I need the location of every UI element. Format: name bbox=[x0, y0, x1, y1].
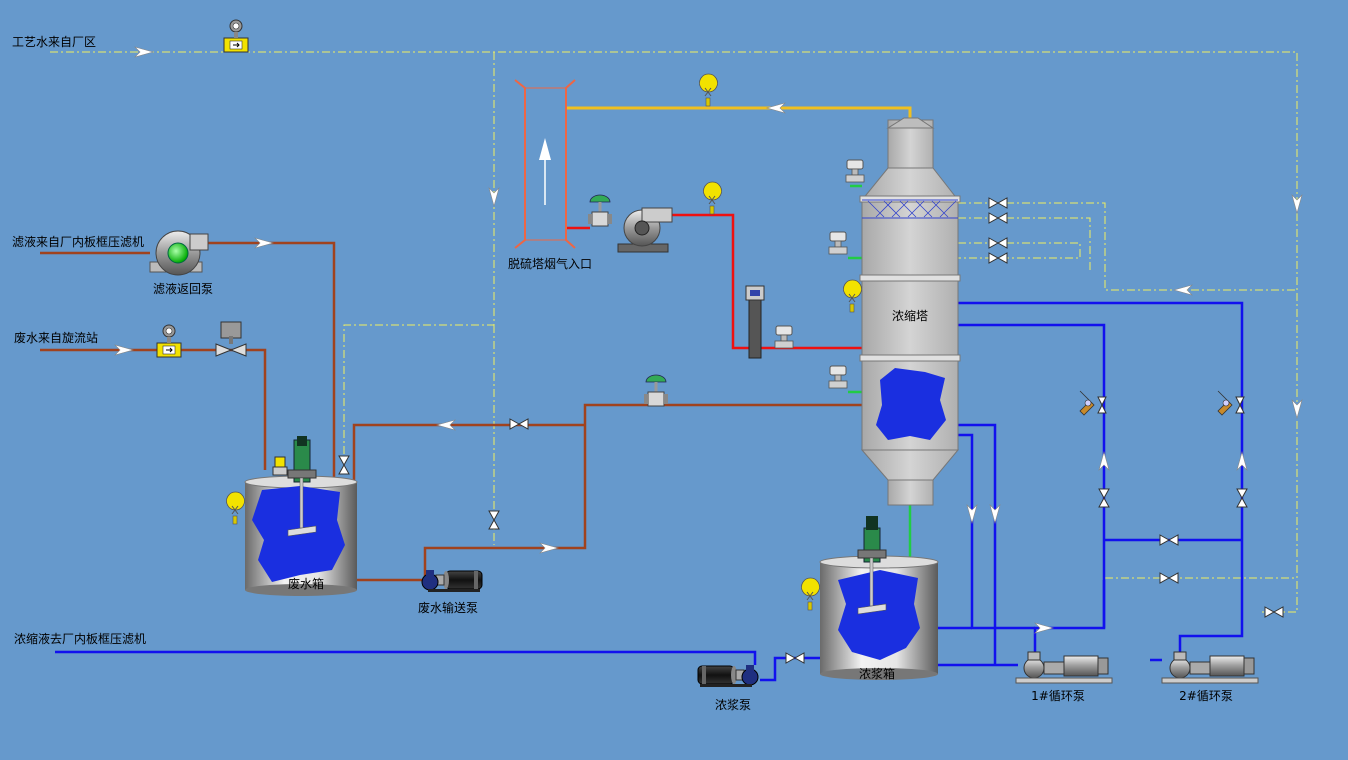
slurry-pump[interactable] bbox=[697, 664, 759, 688]
concentration-tower-label: 浓缩塔 bbox=[892, 308, 928, 323]
process-water-flowmeter[interactable] bbox=[223, 19, 249, 53]
filtrate-return-pump[interactable] bbox=[149, 230, 209, 276]
wastewater-control-valve[interactable] bbox=[643, 374, 669, 407]
circ-loop-2-valve[interactable] bbox=[1217, 390, 1245, 416]
wastewater-tank-label: 废水箱 bbox=[288, 576, 324, 591]
filtrate-source-label: 滤液来自厂内板框压滤机 bbox=[12, 234, 144, 249]
top-pressure-transmitter[interactable] bbox=[845, 159, 865, 183]
slurry-tank-gauge[interactable] bbox=[801, 577, 820, 611]
concentrate-out-label: 浓缩液去厂内板框压滤机 bbox=[14, 631, 146, 646]
flue-gas-lines bbox=[566, 106, 912, 350]
flue-gas-inlet-label: 脱硫塔烟气入口 bbox=[508, 256, 592, 271]
low-pressure-transmitter[interactable] bbox=[828, 365, 848, 389]
wastewater-tank[interactable] bbox=[244, 436, 358, 596]
concentration-tower[interactable] bbox=[859, 117, 961, 506]
mid-pressure-transmitter[interactable] bbox=[828, 231, 848, 255]
concentrate-lines bbox=[55, 301, 1244, 682]
process-water-source-label: 工艺水来自厂区 bbox=[12, 35, 96, 49]
wastewater-transfer-pump[interactable] bbox=[421, 569, 483, 593]
gas-analyzer[interactable] bbox=[745, 285, 765, 359]
slurry-tank-label: 浓浆箱 bbox=[859, 666, 895, 681]
fan-outlet-gauge[interactable] bbox=[703, 181, 722, 215]
circulation-pump-2-label: 2#循环泵 bbox=[1179, 689, 1233, 703]
flue-gas-fan[interactable] bbox=[617, 207, 673, 253]
slurry-pump-label: 浓浆泵 bbox=[715, 697, 751, 712]
tower-mid-gauge[interactable] bbox=[843, 279, 862, 313]
flue-gas-control-valve[interactable] bbox=[587, 194, 613, 227]
circulation-pump-1-label: 1#循环泵 bbox=[1031, 689, 1085, 703]
slurry-tank[interactable] bbox=[819, 516, 939, 680]
circulation-pump-1[interactable] bbox=[1015, 651, 1113, 684]
drain-lines bbox=[848, 184, 912, 560]
circulation-pump-2[interactable] bbox=[1161, 651, 1259, 684]
flue-gas-duct bbox=[514, 79, 576, 249]
exhaust-gauge[interactable] bbox=[699, 73, 718, 107]
wastewater-tank-gauge[interactable] bbox=[226, 491, 245, 525]
circ-loop-1-valve[interactable] bbox=[1079, 390, 1107, 416]
inlet-pressure-transmitter[interactable] bbox=[774, 325, 794, 349]
tank-level-transmitter[interactable] bbox=[272, 456, 288, 476]
wastewater-source-label: 废水来自旋流站 bbox=[14, 330, 98, 345]
filtrate-return-pump-label: 滤液返回泵 bbox=[153, 281, 213, 296]
wastewater-flowmeter[interactable] bbox=[156, 324, 182, 358]
wastewater-transfer-pump-label: 废水输送泵 bbox=[418, 600, 478, 615]
wastewater-lines bbox=[40, 241, 862, 582]
wastewater-inlet-valve[interactable] bbox=[215, 321, 247, 357]
